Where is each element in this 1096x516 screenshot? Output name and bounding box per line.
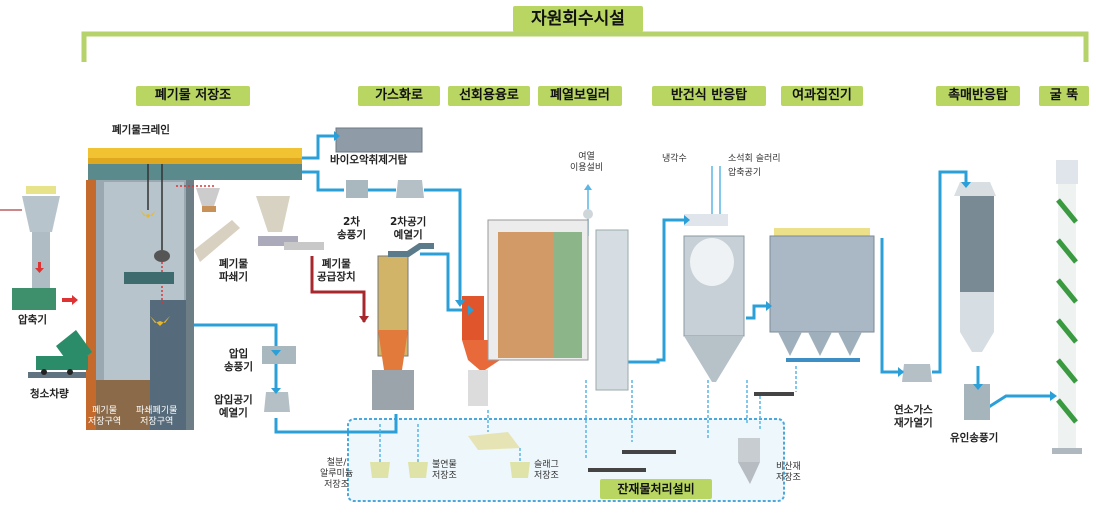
section-storage: 폐기물 저장조 — [136, 86, 250, 106]
resource-recovery-bracket — [81, 31, 1089, 62]
label-noncombustible-storage: 불연물 저장조 — [432, 460, 457, 481]
bio-deodorizer-tower — [335, 127, 423, 153]
forced-air-heater — [264, 392, 290, 412]
section-stack: 굴 뚝 — [1039, 86, 1089, 106]
section-gasifier: 가스화로 — [358, 86, 440, 106]
flow-lines — [194, 134, 1050, 434]
residue-equipment — [370, 392, 794, 484]
label-lime-slurry: 소석회 슬러리 — [728, 154, 781, 164]
label-induced-fan: 유인송풍기 — [950, 432, 999, 444]
label-forced-fan: 압입 송풍기 — [224, 348, 253, 373]
label-cooling-water: 냉각수 — [662, 154, 687, 164]
waste-pit — [86, 148, 324, 430]
reheater — [902, 364, 932, 382]
label-compressed-air: 압축공기 — [728, 168, 762, 178]
label-crane: 폐기물크레인 — [112, 124, 170, 136]
bag-filter — [769, 228, 875, 362]
scr-reactor — [954, 182, 996, 352]
label-secondary-fan: 2차 송풍기 — [337, 216, 366, 241]
section-boiler: 폐열보일러 — [538, 86, 622, 106]
melting-furnace — [462, 296, 500, 406]
induced-fan — [964, 384, 990, 420]
label-garbage-truck: 청소차량 — [30, 388, 69, 400]
forced-fan — [262, 346, 296, 364]
compactor-unit — [0, 186, 78, 310]
label-bio-deodorizer: 바이오악취제거탑 — [330, 154, 408, 166]
waste-feed-line — [310, 256, 366, 322]
label-iron-al-storage: 철분/ 알루미늄 저장조 — [320, 458, 354, 490]
label-fly-ash-storage: 비산재 저장조 — [776, 462, 801, 483]
label-crusher: 폐기물 파쇄기 — [219, 258, 248, 283]
residue-lines — [379, 366, 797, 462]
garbage-truck — [28, 330, 92, 378]
gasifier — [372, 243, 434, 410]
label-waste-heat-use: 여열 이용설비 — [570, 152, 604, 173]
arrowheads — [271, 131, 1057, 401]
label-compactor: 압축기 — [18, 314, 47, 326]
secondary-fan — [346, 180, 368, 198]
semi-dry-reactor — [683, 214, 745, 382]
section-semidry: 반건식 반응탑 — [652, 86, 766, 106]
residue-area — [347, 418, 785, 502]
label-secondary-air-heater: 2차공기 예열기 — [390, 216, 427, 241]
stack — [1052, 160, 1082, 454]
label-forced-air-heater: 압입공기 예열기 — [214, 394, 253, 419]
section-melting: 선회용융로 — [448, 86, 530, 106]
section-residue: 잔재물처리설비 — [600, 479, 712, 499]
label-slag-storage: 슬래그 저장조 — [534, 460, 559, 481]
section-bagfilter: 여과집진기 — [781, 86, 863, 106]
waste-heat-boiler — [487, 209, 629, 391]
section-scr: 촉매반응탑 — [936, 86, 1020, 106]
label-flue-gas-reheater: 연소가스 재가열기 — [894, 404, 933, 429]
label-feeder: 폐기물 공급장치 — [317, 258, 356, 283]
secondary-air-heater — [396, 180, 424, 198]
waste-crane — [88, 148, 302, 158]
page-title: 자원회수시설 — [513, 6, 643, 32]
label-storage-zone-1: 폐기물 저장구역 — [88, 406, 122, 427]
label-storage-zone-2: 파쇄폐기물 저장구역 — [136, 406, 178, 427]
